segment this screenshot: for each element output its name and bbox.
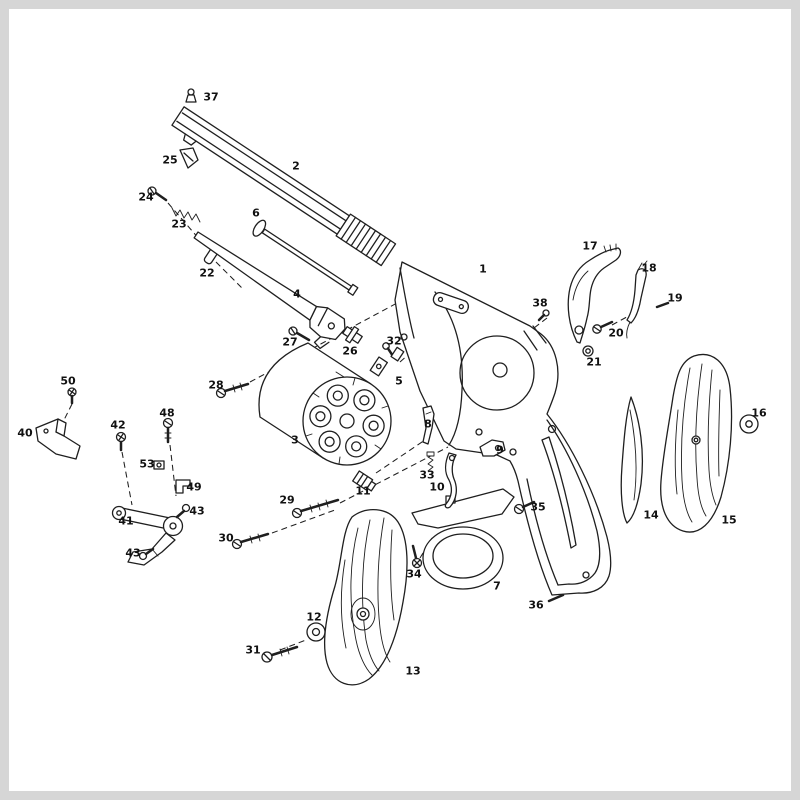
wedge-drawing: [179, 147, 199, 169]
part-32-drawing: [382, 342, 405, 362]
washer-12-drawing: [306, 622, 326, 642]
part-26-drawing: [342, 325, 363, 344]
part-53-drawing: [153, 460, 165, 470]
part-49-drawing: [175, 479, 191, 494]
left-grip-drawing: [323, 509, 408, 686]
screw-27-drawing: [288, 326, 311, 342]
grip-spacer-drawing: [620, 396, 644, 524]
screw-48-drawing: [162, 417, 174, 444]
nut-21-drawing: [582, 345, 594, 357]
part-41-drawing: [111, 505, 184, 566]
right-grip-drawing: [660, 353, 733, 533]
screw-24-drawing: [147, 186, 168, 202]
screw-35-drawing: [513, 500, 536, 515]
front-sight-drawing: [185, 88, 197, 103]
screw-50-drawing: [67, 387, 77, 405]
hammer-drawing: [567, 243, 622, 344]
spring-33-drawing: [426, 451, 435, 472]
screw-29-drawing: [291, 498, 340, 519]
screw-30-drawing: [231, 532, 270, 550]
screw-43-drawing: [138, 503, 191, 561]
washer-16-drawing: [739, 414, 759, 434]
spring-23-drawing: [171, 207, 201, 223]
pin-19-drawing: [655, 301, 670, 309]
loading-lever-drawing: [193, 231, 346, 350]
screw-20-drawing: [592, 320, 614, 334]
screw-34-drawing: [411, 544, 423, 569]
barrel-drawing: [171, 106, 397, 267]
trigger-drawing: [444, 452, 457, 509]
part-5-drawing: [369, 356, 388, 377]
frame-drawing: [394, 261, 612, 596]
part-9-drawing: [479, 439, 506, 457]
cylinder-drawing: [258, 342, 392, 466]
trigger-guard-drawing: [411, 488, 515, 590]
hand-drawing: [626, 260, 648, 339]
part-11-drawing: [352, 470, 377, 492]
screw-42-drawing: [115, 431, 127, 452]
screw-28-drawing: [215, 382, 250, 399]
part-38-drawing: [537, 309, 550, 322]
screw-31-drawing: [261, 645, 299, 663]
bolt-drawing: [422, 405, 435, 445]
part-40-drawing: [35, 418, 81, 460]
pin-36-drawing: [547, 593, 565, 603]
plunger-drawing: [252, 219, 359, 296]
